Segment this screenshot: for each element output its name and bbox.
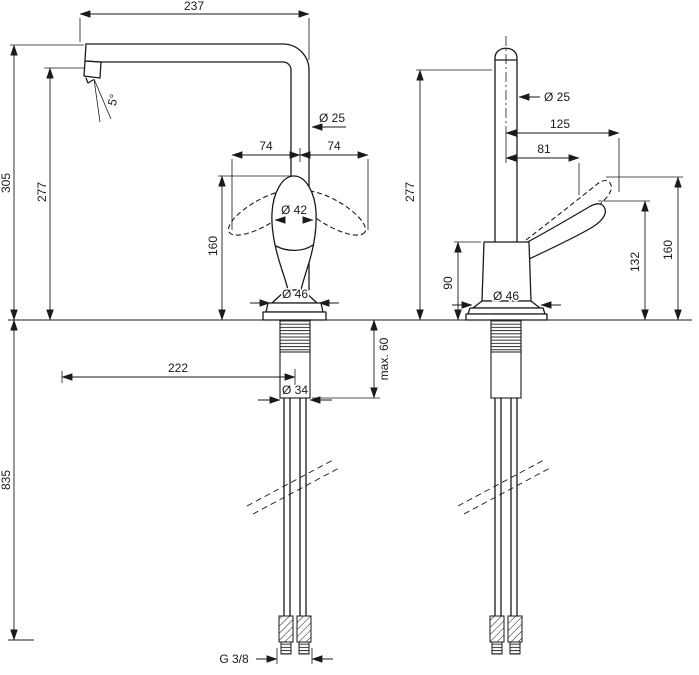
dim-label-dia25-front: Ø 25 (319, 111, 345, 125)
dim-label-160-front: 160 (206, 236, 220, 256)
dim-label-237: 237 (184, 0, 204, 13)
dim-label-dia46-front: Ø 46 (282, 287, 308, 301)
mounting-shank (279, 319, 311, 399)
supply-hoses (283, 397, 307, 617)
dim-label-81: 81 (537, 142, 551, 156)
spout-angle-indicator (93, 78, 112, 123)
dim-label-90: 90 (441, 276, 455, 290)
dim-label-dia46-side: Ø 46 (493, 289, 519, 303)
dim-label-132: 132 (628, 252, 642, 272)
dim-label-74-left: 74 (259, 139, 273, 153)
dim-label-835: 835 (0, 470, 13, 490)
spout-outline (84, 43, 310, 291)
dim-label-max60: max. 60 (377, 337, 391, 380)
side-hose-break-marks (457, 459, 551, 515)
hose-break-marks (246, 459, 340, 515)
side-handle-lever (523, 203, 607, 261)
side-supply-hoses (494, 397, 518, 617)
side-base-escutcheon (465, 300, 548, 321)
dim-label-160-side: 160 (661, 240, 675, 260)
front-view-faucet (83, 43, 367, 655)
dim-label-5deg: 5° (105, 92, 122, 107)
base-escutcheon (262, 289, 327, 321)
front-view-dimensions: 237 305 277 5° Ø 25 74 74 Ø 42 160 Ø 46 (0, 0, 393, 668)
side-view-faucet (457, 36, 612, 655)
outlet-aerator (83, 60, 102, 84)
side-hose-connectors (489, 615, 523, 655)
dim-label-74-right: 74 (327, 139, 341, 153)
dim-label-125: 125 (550, 117, 570, 131)
dim-label-277-front: 277 (35, 182, 49, 202)
dim-label-g38: G 3/8 (219, 652, 249, 666)
side-mounting-shank (490, 319, 522, 399)
dim-label-305: 305 (0, 173, 13, 193)
dim-label-dia42: Ø 42 (281, 203, 307, 217)
countertop-reference-line (8, 319, 692, 641)
hose-connectors (278, 615, 312, 655)
side-view-dimensions: Ø 25 125 81 277 90 Ø 46 132 160 (402, 69, 683, 321)
dim-label-dia25-side: Ø 25 (544, 90, 570, 104)
dim-label-277-side: 277 (403, 182, 417, 202)
dim-label-222: 222 (168, 361, 188, 375)
dim-label-dia34: Ø 34 (282, 383, 308, 397)
side-pipe-outline (494, 47, 518, 243)
